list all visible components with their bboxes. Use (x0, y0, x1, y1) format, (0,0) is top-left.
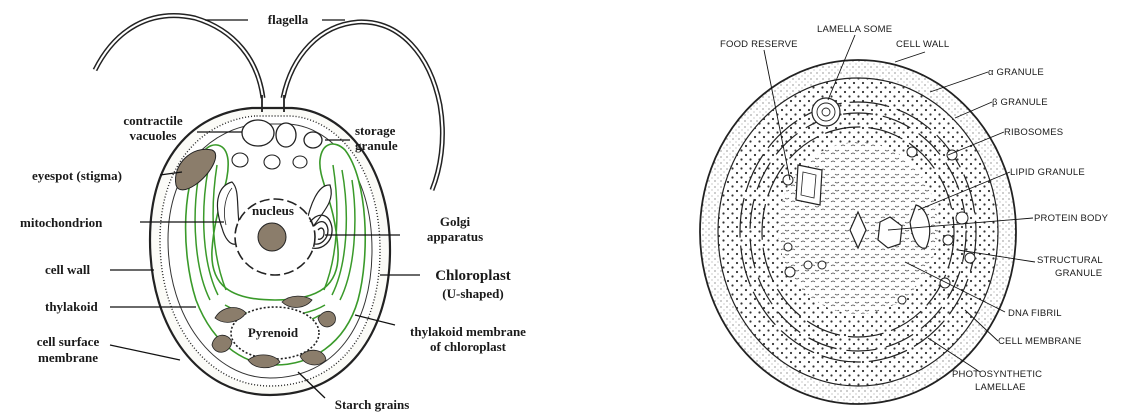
label-alpha-granule: α GRANULE (988, 67, 1044, 78)
label-thylakoid: thylakoid (45, 299, 99, 314)
label-thylakoid-membrane-line2: of chloroplast (430, 339, 507, 354)
label-thylakoid-membrane-line1: thylakoid membrane (410, 324, 526, 339)
label-ribosomes: RIBOSOMES (1004, 127, 1063, 138)
label-cell-surface-membrane-line2: membrane (38, 350, 98, 365)
label-structural-granule-line2: GRANULE (1055, 268, 1102, 279)
label-golgi-line2: apparatus (427, 229, 483, 244)
label-chloroplast-shape: (U-shaped) (442, 286, 503, 301)
chlamydomonas-diagram: flagella contractile vacuoles storage gr… (0, 0, 560, 414)
label-starch-grains: Starch grains (335, 397, 410, 412)
algal-cell-svg: FOOD RESERVE LAMELLA SOME CELL WALL α GR… (690, 0, 1130, 414)
label-lamella-some: LAMELLA SOME (817, 24, 892, 35)
label-dna-fibril: DNA FIBRIL (1008, 308, 1062, 319)
label-cell-wall-right: CELL WALL (896, 39, 949, 50)
label-flagella: flagella (268, 12, 309, 27)
chlamydomonas-svg: flagella contractile vacuoles storage gr… (0, 0, 560, 414)
label-contractile-vacuoles-line2: vacuoles (130, 128, 177, 143)
label-mitochondrion: mitochondrion (20, 215, 103, 230)
label-eyespot: eyespot (stigma) (32, 168, 122, 183)
label-beta-granule: β GRANULE (992, 97, 1048, 108)
label-lipid-granule: LIPID GRANULE (1010, 167, 1085, 178)
label-pyrenoid: Pyrenoid (248, 325, 299, 340)
label-photosynthetic-lamellae-line2: LAMELLAE (975, 382, 1026, 393)
label-structural-granule-line1: STRUCTURAL (1037, 255, 1103, 266)
label-chloroplast: Chloroplast (435, 268, 511, 284)
label-contractile-vacuoles-line1: contractile (123, 113, 182, 128)
label-storage-granule-line1: storage (355, 123, 396, 138)
label-cell-surface-membrane-line1: cell surface (37, 334, 100, 349)
label-cell-wall: cell wall (45, 262, 91, 277)
label-storage-granule-line2: granule (355, 138, 398, 153)
label-photosynthetic-lamellae-line1: PHOTOSYNTHETIC (952, 369, 1042, 380)
lamellasome-drawing (812, 98, 840, 126)
label-food-reserve: FOOD RESERVE (720, 39, 798, 50)
label-protein-body: PROTEIN BODY (1034, 213, 1109, 224)
blue-green-algal-cell-diagram: FOOD RESERVE LAMELLA SOME CELL WALL α GR… (690, 0, 1130, 414)
label-nucleus: nucleus (252, 203, 294, 218)
label-cell-membrane: CELL MEMBRANE (998, 336, 1082, 347)
label-golgi-line1: Golgi (440, 214, 471, 229)
